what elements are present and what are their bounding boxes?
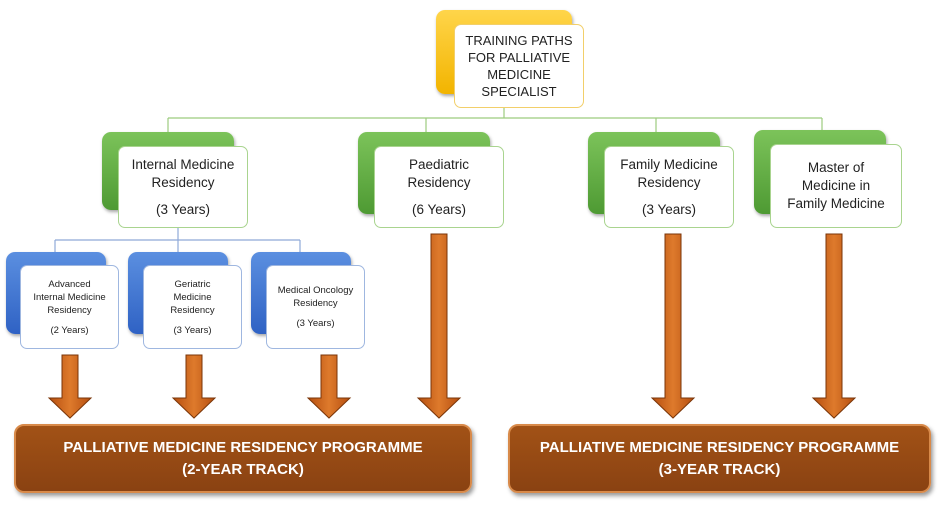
track-duration: (3 Years) — [641, 201, 697, 217]
subtrack-title-line: Residency — [170, 304, 215, 316]
track-title-line: Master of — [807, 160, 865, 175]
level2-connectors — [54, 228, 301, 252]
track-family-medicine: Family Medicine Residency (3 Years) — [604, 146, 734, 228]
track-internal-medicine: Internal Medicine Residency (3 Years) — [118, 146, 248, 228]
down-arrow-icon — [416, 233, 462, 419]
subtrack-title-line: Geriatric — [174, 278, 211, 290]
root-node: TRAINING PATHS FOR PALLIATIVE MEDICINE S… — [454, 24, 584, 108]
root-line-4: SPECIALIST — [481, 84, 557, 99]
track-duration: (6 Years) — [411, 201, 467, 217]
subtrack-title-line: Residency — [293, 298, 338, 309]
root-line-1: TRAINING PATHS — [465, 33, 573, 48]
track-title-line: Family Medicine — [620, 156, 718, 172]
programme-track: (2-YEAR TRACK) — [182, 460, 304, 478]
subtrack-title-line: Residency — [47, 304, 92, 316]
root-line-2: FOR PALLIATIVE — [467, 50, 571, 65]
programme-2-year-track: PALLIATIVE MEDICINE RESIDENCY PROGRAMME … — [14, 424, 472, 493]
subtrack-geriatric-medicine: Geriatric Medicine Residency (3 Years) — [143, 265, 242, 349]
track-master-of-medicine: Master of Medicine in Family Medicine — [770, 144, 902, 228]
level1-connectors — [167, 107, 823, 132]
subtrack-duration: (3 Years) — [296, 318, 335, 329]
track-duration: (3 Years) — [155, 201, 211, 217]
subtrack-title-line: Internal Medicine — [33, 291, 106, 303]
root-line-3: MEDICINE — [487, 67, 551, 82]
programme-title: PALLIATIVE MEDICINE RESIDENCY PROGRAMME — [539, 438, 900, 456]
subtrack-title-line: Advanced — [48, 278, 91, 290]
subtrack-medical-oncology: Medical Oncology Residency (3 Years) — [266, 265, 365, 349]
track-title-line: Residency — [407, 174, 471, 190]
down-arrow-icon — [47, 354, 93, 419]
subtrack-title-line: Medicine — [173, 291, 212, 303]
down-arrow-icon — [171, 354, 217, 419]
down-arrow-icon — [306, 354, 352, 419]
programme-title: PALLIATIVE MEDICINE RESIDENCY PROGRAMME — [63, 438, 423, 456]
track-title-line: Residency — [637, 174, 701, 190]
track-title-line: Internal Medicine — [131, 156, 235, 172]
subtrack-duration: (2 Years) — [50, 324, 89, 336]
subtrack-title-line: Medical Oncology — [277, 285, 354, 296]
subtrack-duration: (3 Years) — [173, 324, 212, 336]
programme-3-year-track: PALLIATIVE MEDICINE RESIDENCY PROGRAMME … — [508, 424, 931, 493]
track-title-line: Family Medicine — [787, 196, 885, 211]
down-arrow-icon — [811, 233, 857, 419]
subtrack-advanced-internal-medicine: Advanced Internal Medicine Residency (2 … — [20, 265, 119, 349]
track-title-line: Paediatric — [408, 156, 470, 172]
track-title-line: Medicine in — [801, 178, 871, 193]
track-paediatric: Paediatric Residency (6 Years) — [374, 146, 504, 228]
programme-track: (3-YEAR TRACK) — [658, 460, 781, 478]
track-title-line: Residency — [151, 174, 215, 190]
down-arrow-icon — [650, 233, 696, 419]
